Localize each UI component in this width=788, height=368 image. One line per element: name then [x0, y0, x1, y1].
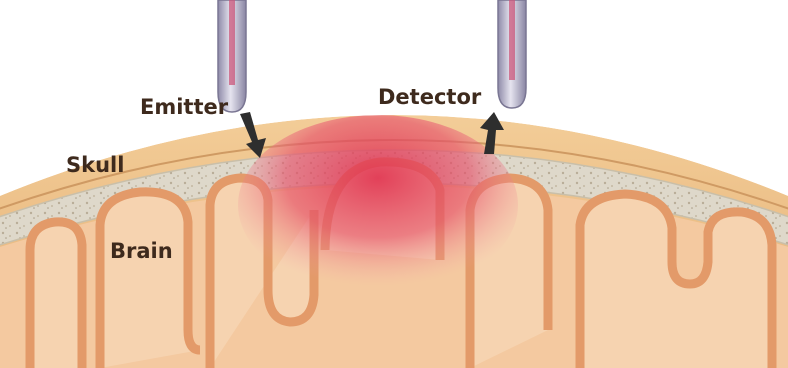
gyrus-2	[100, 192, 200, 368]
brain-label: Brain	[110, 239, 173, 263]
detector-label: Detector	[378, 85, 482, 109]
light-scatter-region	[238, 115, 518, 295]
emitter-label: Emitter	[140, 95, 229, 119]
detector-probe-icon	[498, 0, 526, 108]
gyrus-1	[30, 222, 82, 368]
skull-label: Skull	[66, 153, 124, 177]
